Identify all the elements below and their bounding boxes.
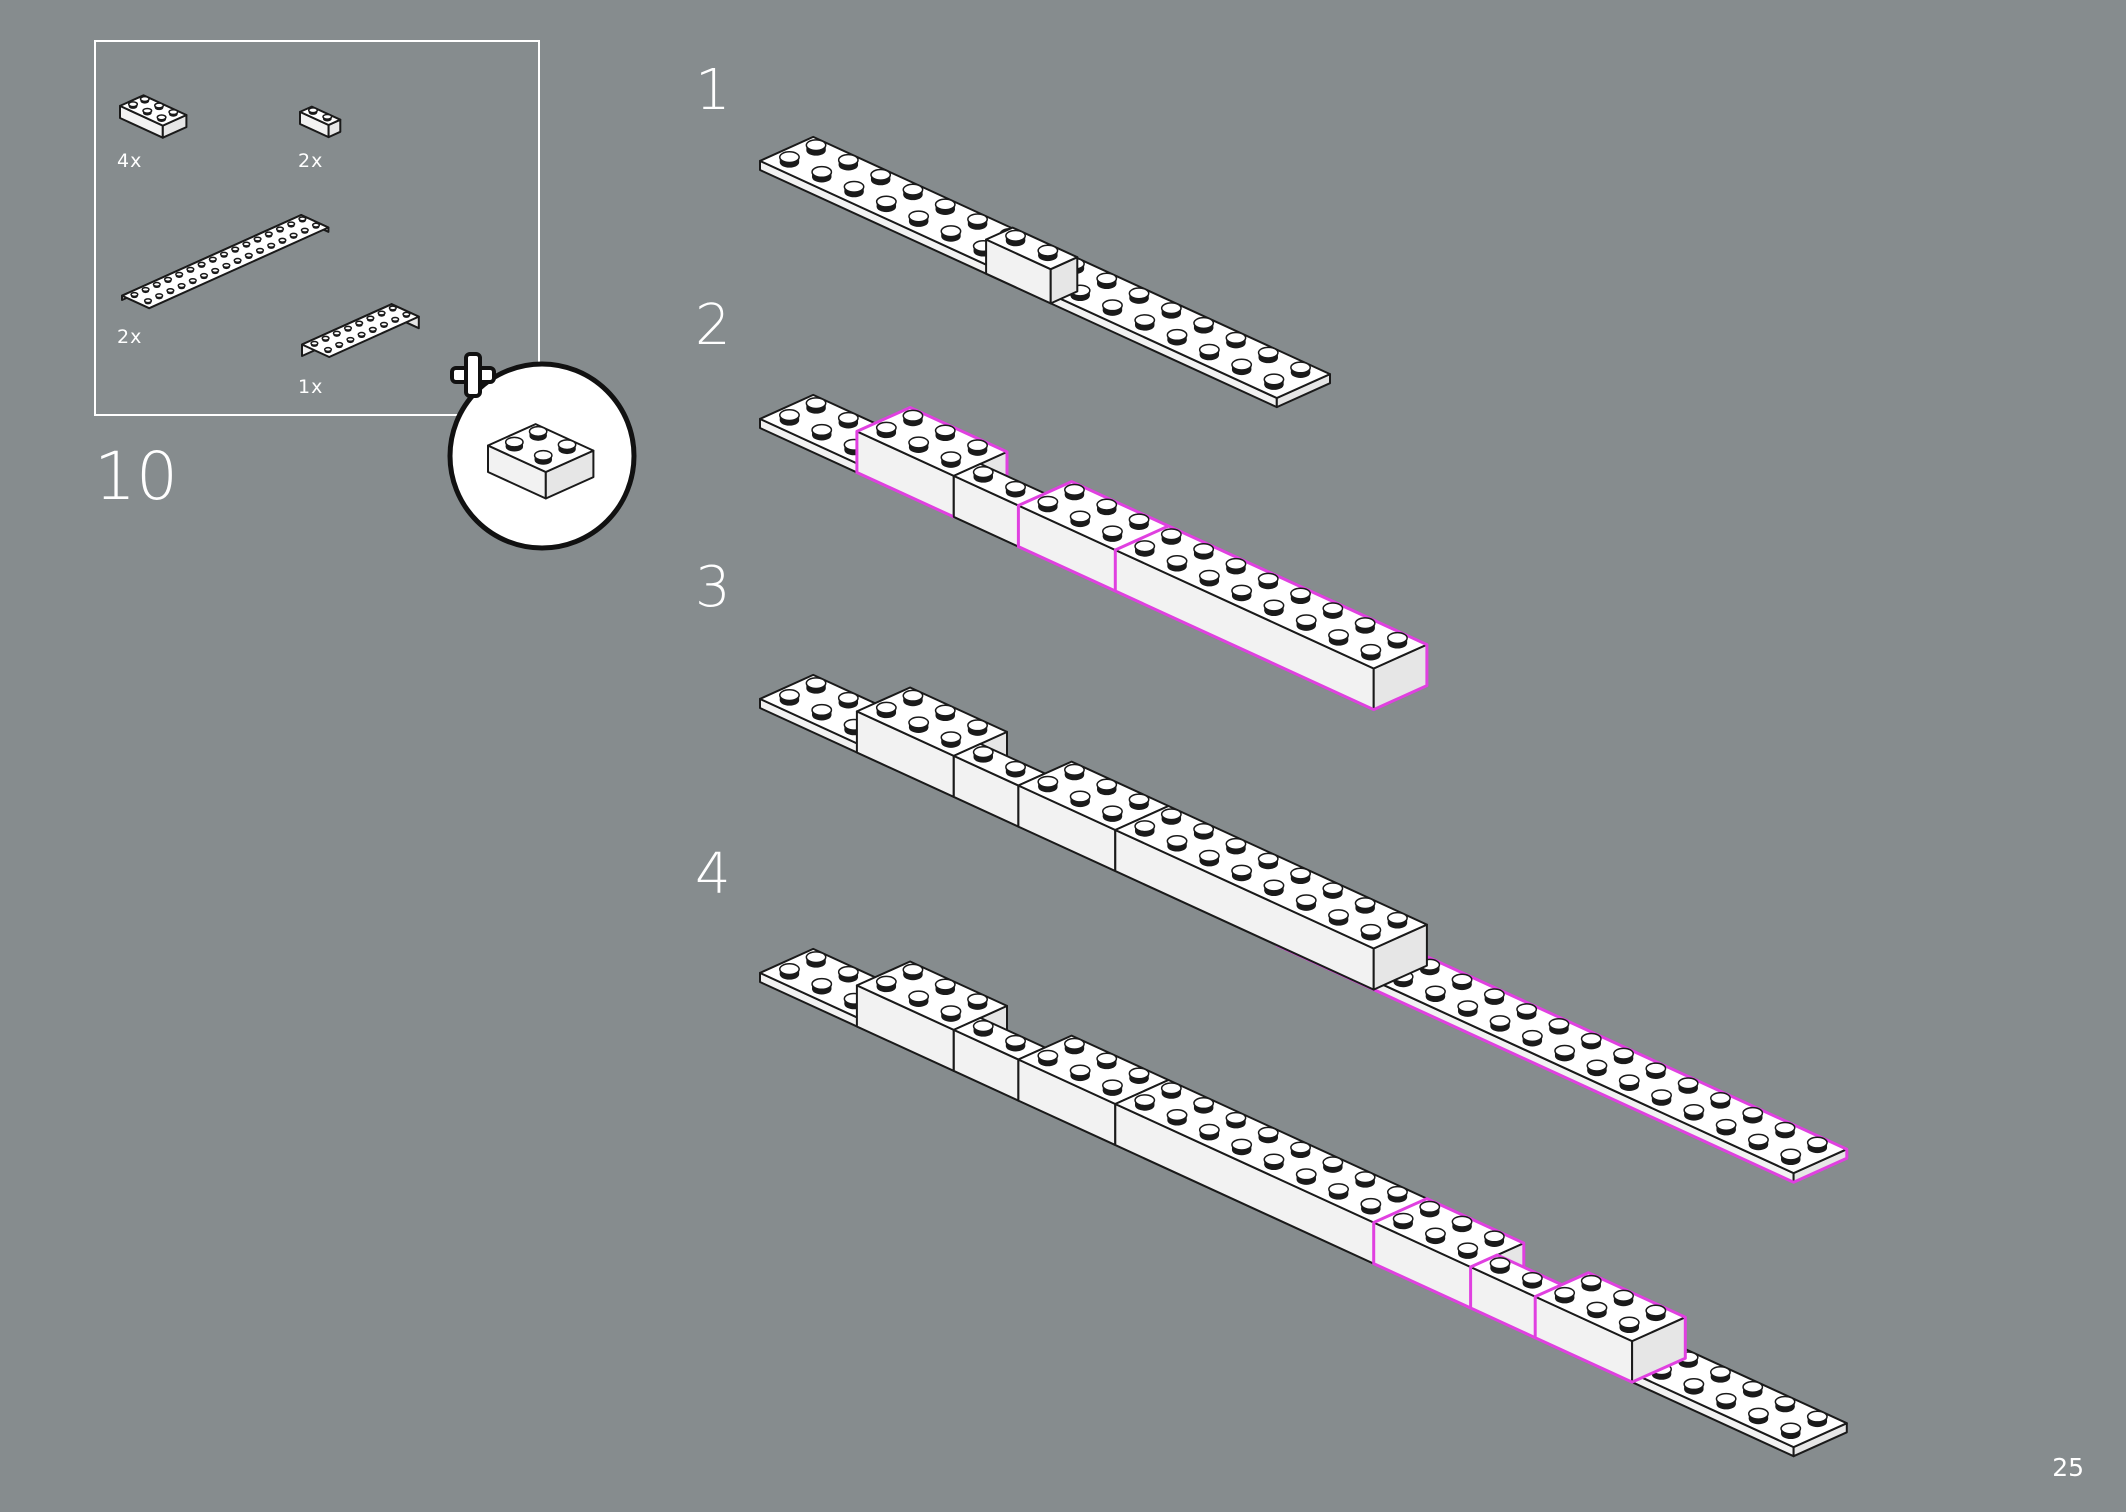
part-qty-plate-2x16: 2x [117,326,143,348]
plus-icon-v [464,352,482,398]
step-number: 10 [94,438,178,515]
assembly-step-1 [759,135,1331,409]
add-brick-icon [447,352,637,551]
part-brick-1x2 [299,105,342,139]
part-brick-2x8 [301,303,420,358]
parts-list-box [94,40,540,416]
brick-1x2 [985,226,1079,305]
brick-2x3-new [1533,1271,1687,1384]
badge-brick [487,423,595,500]
parts-illustrations [119,94,420,358]
assembly-step-4 [759,947,1848,1458]
part-qty-brick-2x3: 4x [117,150,143,172]
part-qty-brick-1x2: 2x [298,150,324,172]
page-number: 25 [2052,1453,2084,1482]
part-plate-2x16 [121,214,330,310]
assembly-step-3 [759,673,1849,1184]
substep-label-1: 1 [695,58,731,123]
part-brick-2x3 [119,94,188,139]
brick-2x8-new [1113,524,1429,712]
substep-label-2: 2 [695,293,731,358]
substep-label-4: 4 [695,842,731,907]
substep-label-3: 3 [695,555,731,620]
brick-2x3-new [1372,1197,1526,1310]
brick-2x8 [1114,805,1428,991]
assembly-step-2 [759,393,1429,712]
part-qty-brick-2x8: 1x [298,376,324,398]
